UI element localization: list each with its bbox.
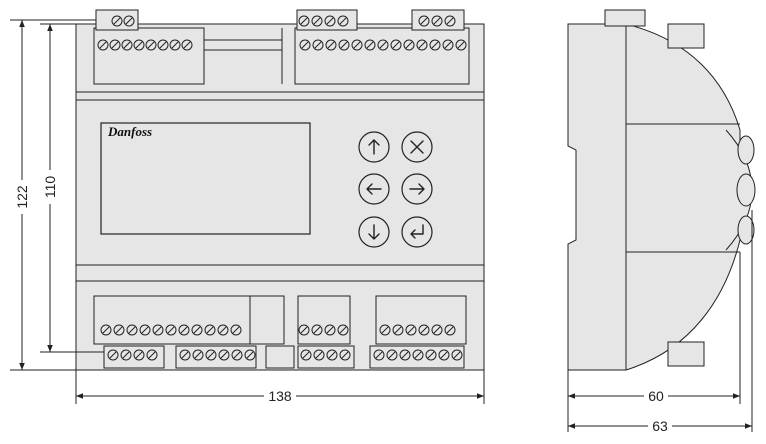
terminal-screw [157, 39, 169, 51]
terminal-screw [390, 39, 402, 51]
terminal-screw [120, 349, 132, 361]
terminal-screw [379, 324, 391, 336]
terminal-screw [373, 349, 385, 361]
terminal-screw [133, 39, 145, 51]
cancel-x-key[interactable] [401, 131, 433, 163]
terminal-screw [192, 349, 204, 361]
terminal-screw [312, 39, 324, 51]
terminal-screw [377, 39, 389, 51]
terminal-screw [438, 349, 450, 361]
terminal-screw [298, 15, 310, 27]
terminal-screw [451, 349, 463, 361]
terminal-screw [324, 15, 336, 27]
terminal-screw [109, 39, 121, 51]
terminal-screw [191, 324, 203, 336]
terminal-blocks-bottom [93, 295, 467, 369]
terminal-screw [337, 324, 349, 336]
terminal-screw [169, 39, 181, 51]
terminal-screw [412, 349, 424, 361]
terminal-screw [339, 349, 351, 361]
terminal-screw [145, 39, 157, 51]
dim-label-110: 110 [42, 176, 58, 199]
terminal-screw [431, 15, 443, 27]
terminal-screw [418, 15, 430, 27]
terminal-screw [405, 324, 417, 336]
terminal-screw [121, 39, 133, 51]
front-view: Danfoss [75, 9, 485, 371]
terminal-screw [325, 39, 337, 51]
terminal-screw [313, 349, 325, 361]
dim-label-122: 122 [14, 185, 30, 209]
arrow-left-key[interactable] [358, 173, 390, 205]
display-window [100, 122, 311, 235]
terminal-screw [337, 15, 349, 27]
keypad [358, 131, 433, 248]
terminal-screw [179, 349, 191, 361]
terminal-screw [97, 39, 109, 51]
terminal-screw [133, 349, 145, 361]
cancel-x-icon [410, 140, 424, 154]
terminal-screw [181, 39, 193, 51]
dimension-lines: 122 110 138 60 63 [10, 19, 753, 434]
dim-label-63: 63 [652, 418, 668, 434]
terminal-screw [113, 324, 125, 336]
terminal-screw [364, 39, 376, 51]
dim-label-60: 60 [648, 388, 664, 404]
arrow-up-icon [368, 139, 380, 155]
arrow-right-key[interactable] [401, 173, 433, 205]
terminal-screw [431, 324, 443, 336]
arrow-down-key[interactable] [358, 216, 390, 248]
terminal-screw [311, 15, 323, 27]
terminal-screw [392, 324, 404, 336]
terminal-screw [217, 324, 229, 336]
terminal-screw [152, 324, 164, 336]
terminal-screw [324, 324, 336, 336]
terminal-screw [442, 39, 454, 51]
terminal-screw [399, 349, 411, 361]
terminal-screw [244, 349, 256, 361]
terminal-screw [416, 39, 428, 51]
arrow-down-icon [368, 224, 380, 240]
terminal-screw [300, 349, 312, 361]
terminal-screw [299, 39, 311, 51]
terminal-screw [230, 324, 242, 336]
terminal-screw [146, 349, 158, 361]
terminal-screw [298, 324, 310, 336]
arrow-left-icon [366, 183, 382, 195]
terminal-screw [100, 324, 112, 336]
terminal-screw [425, 349, 437, 361]
enter-key[interactable] [401, 216, 433, 248]
arrow-right-icon [409, 183, 425, 195]
terminal-screw [403, 39, 415, 51]
terminal-screw [418, 324, 430, 336]
terminal-screw [386, 349, 398, 361]
terminal-screw [444, 324, 456, 336]
terminal-screw [205, 349, 217, 361]
terminal-screw [123, 15, 135, 27]
brand-logo: Danfoss [107, 124, 152, 139]
terminal-screw [218, 349, 230, 361]
terminal-screw [204, 324, 216, 336]
terminal-screw [178, 324, 190, 336]
terminal-screw [126, 324, 138, 336]
terminal-screw [351, 39, 363, 51]
terminal-screw [139, 324, 151, 336]
terminal-screw [444, 15, 456, 27]
terminal-screw [107, 349, 119, 361]
terminal-screw [326, 349, 338, 361]
dim-label-138: 138 [268, 388, 292, 404]
terminal-screw [111, 15, 123, 27]
terminal-screw [231, 349, 243, 361]
enter-icon [410, 224, 424, 239]
terminal-screw [338, 39, 350, 51]
terminal-screw [311, 324, 323, 336]
terminal-block-top-left [93, 9, 282, 85]
terminal-screw [455, 39, 467, 51]
side-view [567, 9, 756, 371]
side-profile [567, 23, 741, 371]
terminal-screw [165, 324, 177, 336]
terminal-screw [429, 39, 441, 51]
arrow-up-key[interactable] [358, 131, 390, 163]
